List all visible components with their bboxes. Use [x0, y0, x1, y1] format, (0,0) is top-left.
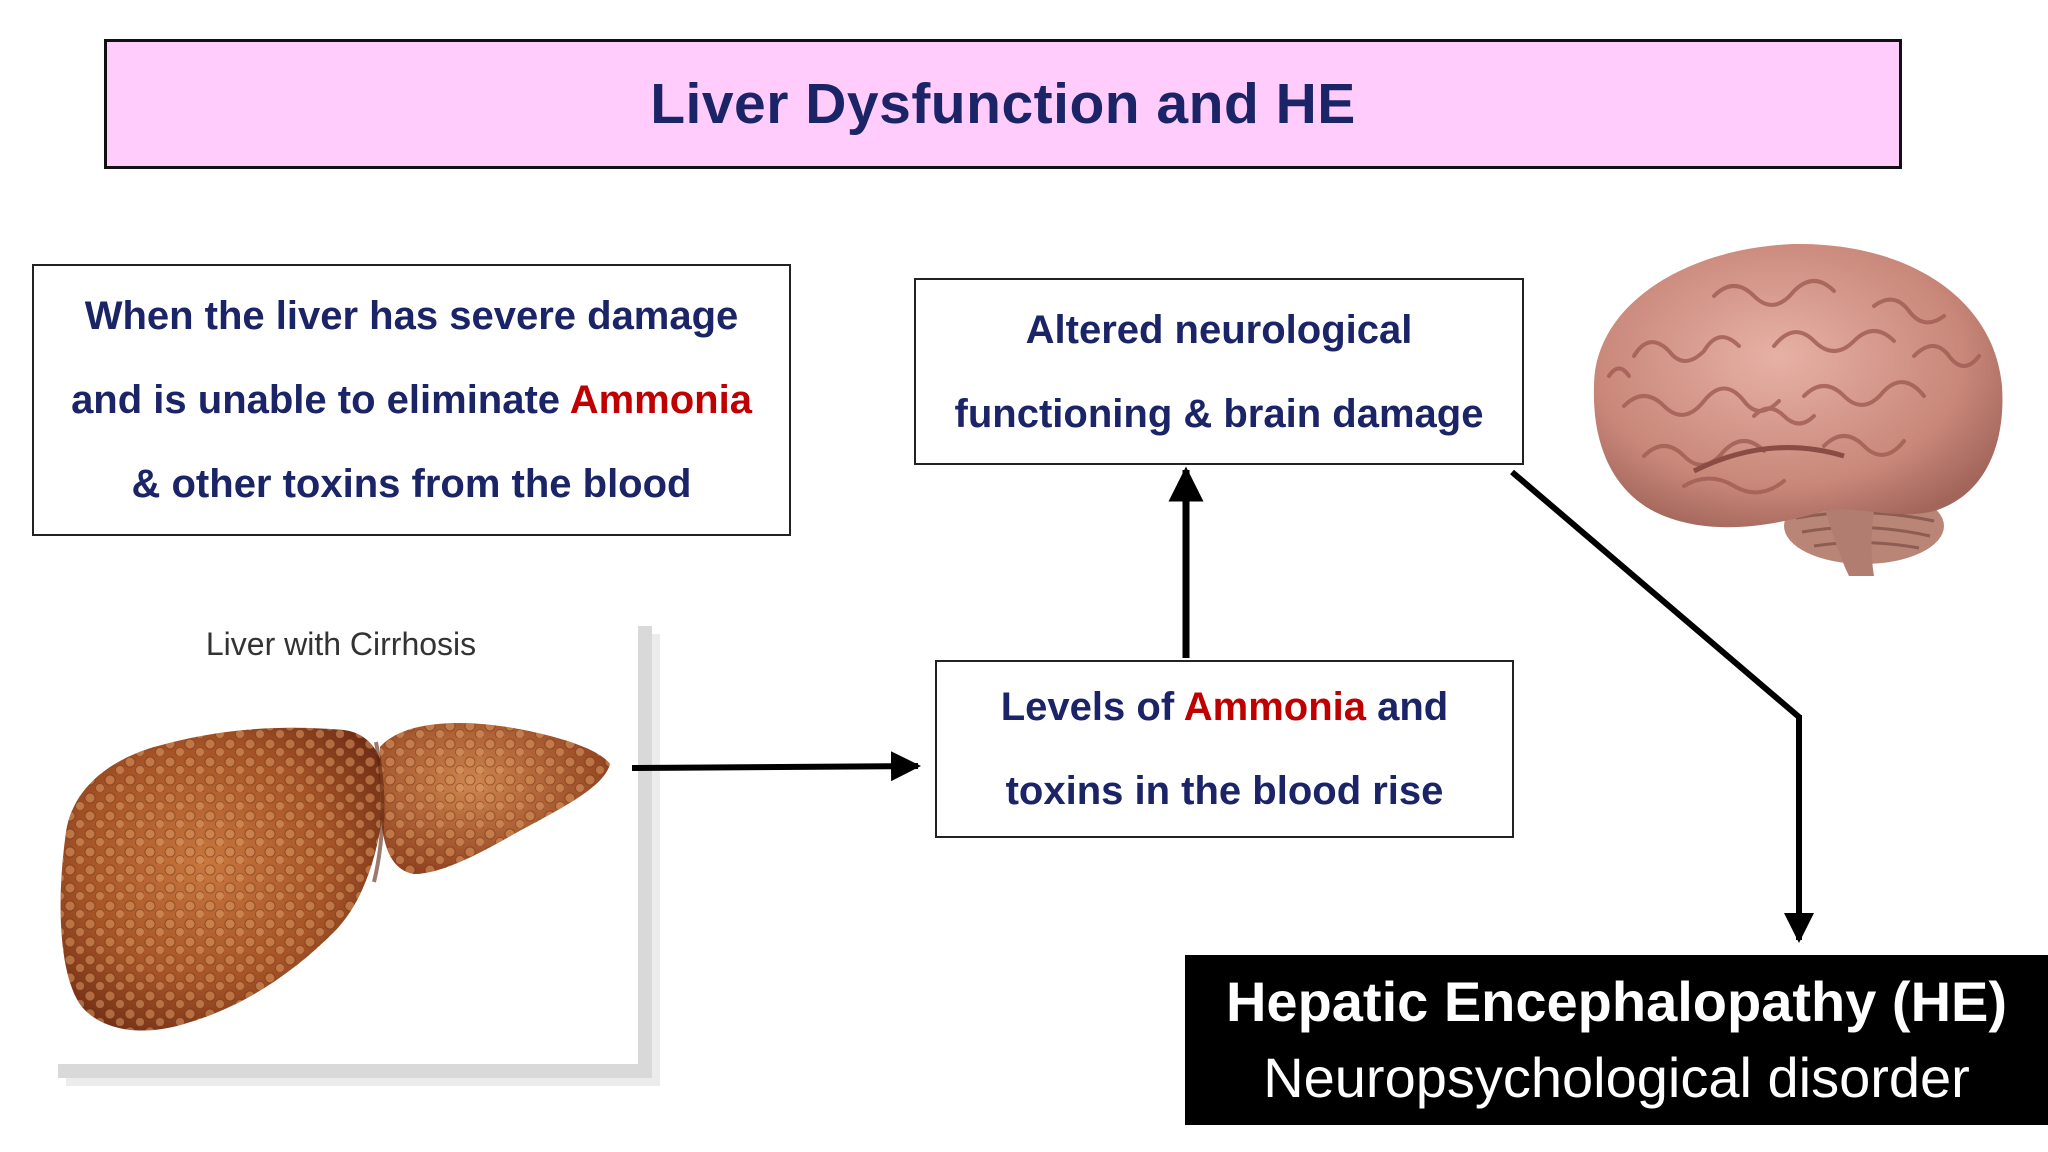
levels-line-2: toxins in the blood rise	[1005, 769, 1444, 813]
hepatic-encephalopathy-box: Hepatic Encephalopathy (HE) Neuropsychol…	[1185, 955, 2048, 1125]
levels-line-1-end: and	[1366, 685, 1449, 729]
note-ammonia-highlight: Ammonia	[569, 378, 752, 422]
altered-neurological-box: Altered neurological functioning & brain…	[914, 278, 1524, 465]
liver-image-label: Liver with Cirrhosis	[205, 626, 477, 662]
title-banner: Liver Dysfunction and HE	[104, 39, 1902, 169]
cause-note-box: When the liver has severe damage and is …	[32, 264, 791, 536]
note-line-2: and is unable to eliminate Ammonia	[71, 358, 752, 442]
note-line-1: When the liver has severe damage	[84, 294, 739, 338]
liver-cirrhosis-image: Liver with Cirrhosis	[44, 612, 638, 1064]
note-line-3: & other toxins from the blood	[131, 462, 692, 506]
levels-ammonia-highlight: Ammonia	[1183, 685, 1367, 729]
liver-illustration	[60, 722, 610, 1031]
note-line-2-text: and is unable to eliminate	[71, 378, 570, 422]
page-title: Liver Dysfunction and HE	[650, 72, 1356, 136]
altered-line-2: functioning & brain damage	[954, 391, 1484, 436]
brain-icon	[1593, 243, 2003, 576]
altered-line-1: Altered neurological	[1025, 307, 1413, 352]
levels-line-1: Levels of Ammonia and	[1001, 665, 1449, 749]
arrow-liver-to-levels	[631, 751, 921, 782]
he-subtitle: Neuropsychological disorder	[1263, 1046, 1970, 1109]
he-title: Hepatic Encephalopathy (HE)	[1225, 970, 2008, 1033]
ammonia-levels-box: Levels of Ammonia and toxins in the bloo…	[935, 660, 1514, 838]
levels-line-1-text: Levels of	[1000, 685, 1184, 729]
